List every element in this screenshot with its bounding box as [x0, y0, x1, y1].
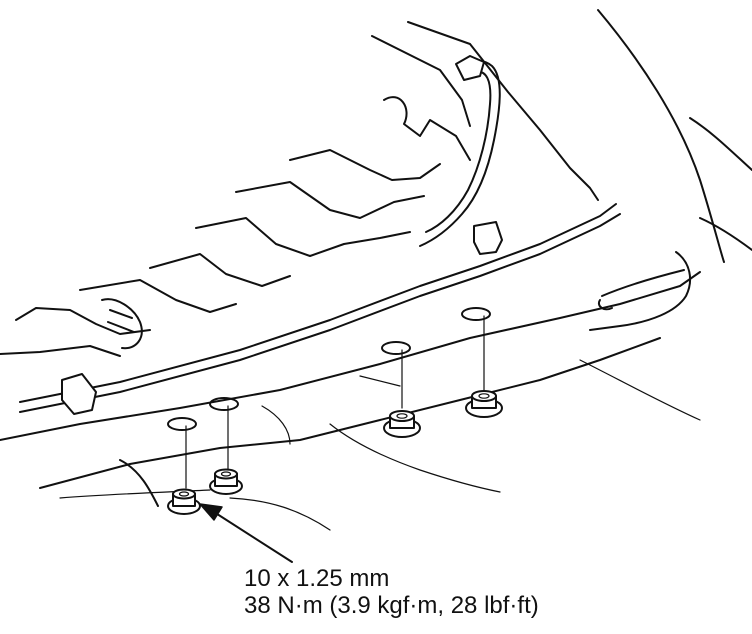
arrow-pointer-icon	[199, 503, 293, 563]
mounting-hole	[381, 341, 411, 355]
torque-spec-label: 38 N·m (3.9 kgf·m, 28 lbf·ft)	[244, 592, 539, 619]
body-panel-outline	[589, 9, 752, 331]
brake-line-routing	[19, 55, 621, 415]
mounting-holes	[167, 307, 491, 431]
engine-block-outline	[0, 21, 599, 357]
subframe-beam	[0, 271, 701, 531]
flange-nut-icon	[465, 390, 503, 418]
mounting-hole	[209, 397, 239, 411]
mounting-hole	[461, 307, 491, 321]
mounting-hole	[167, 417, 197, 431]
alignment-leader-lines	[185, 315, 485, 489]
fastener-size-label: 10 x 1.25 mm	[244, 565, 390, 592]
flange-nut-icon	[167, 488, 201, 515]
flange-nut-icon	[209, 468, 243, 495]
flange-nut-icon	[383, 410, 421, 438]
